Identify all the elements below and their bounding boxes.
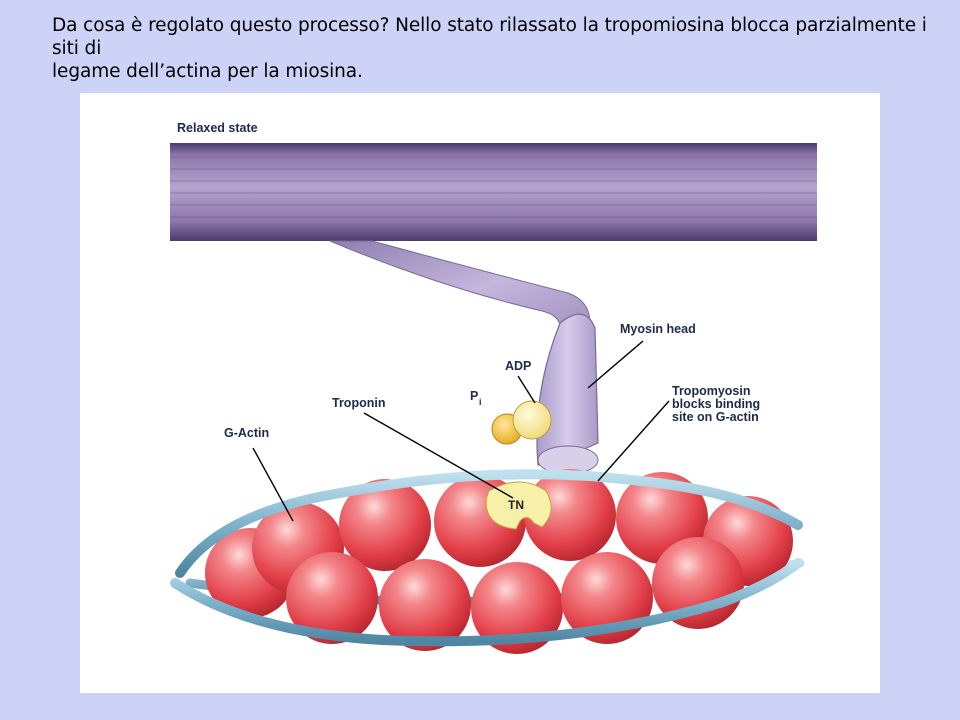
myosin-head-label: Myosin head <box>620 322 696 336</box>
tropomyosin-label-line-1: Tropomyosin <box>672 384 750 398</box>
myosin-neck <box>329 240 591 354</box>
pi-label-subscript: i <box>479 397 482 407</box>
troponin-complex: TN <box>485 481 552 530</box>
myosin-head <box>536 313 599 475</box>
actin-monomer <box>379 559 471 651</box>
tropomyosin-front-lower <box>170 558 803 647</box>
troponin-label: Troponin <box>332 396 385 410</box>
adp-label: ADP <box>505 359 531 373</box>
figure-panel: Relaxed state <box>80 93 880 693</box>
pi-label: P i <box>470 389 482 407</box>
thick-filament <box>170 143 817 241</box>
g-actin-label: G-Actin <box>224 426 269 440</box>
tropomyosin-label-line-2: blocks binding <box>672 397 760 411</box>
pi-label-main: P <box>470 389 478 403</box>
tropomyosin-label-line-3: site on G-actin <box>672 410 759 424</box>
slide-title: Da cosa è regolato questo processo? Nell… <box>52 14 952 83</box>
slide-title-line-2: legame dell’actina per la miosina. <box>52 61 363 82</box>
muscle-contraction-diagram: Relaxed state <box>170 121 817 654</box>
actin-monomer <box>286 552 378 644</box>
actin-monomer <box>339 479 431 571</box>
tropomyosin-front-upper <box>175 469 803 578</box>
actin-monomer <box>471 562 563 654</box>
adp-molecule <box>512 400 552 440</box>
state-title: Relaxed state <box>177 121 258 135</box>
leader-lines <box>252 340 670 522</box>
actin-filament <box>205 469 793 654</box>
troponin-tn-label: TN <box>508 498 524 512</box>
slide-title-line-1: Da cosa è regolato questo processo? Nell… <box>52 15 927 59</box>
tropomyosin-label: Tropomyosin blocks binding site on G-act… <box>672 384 760 424</box>
